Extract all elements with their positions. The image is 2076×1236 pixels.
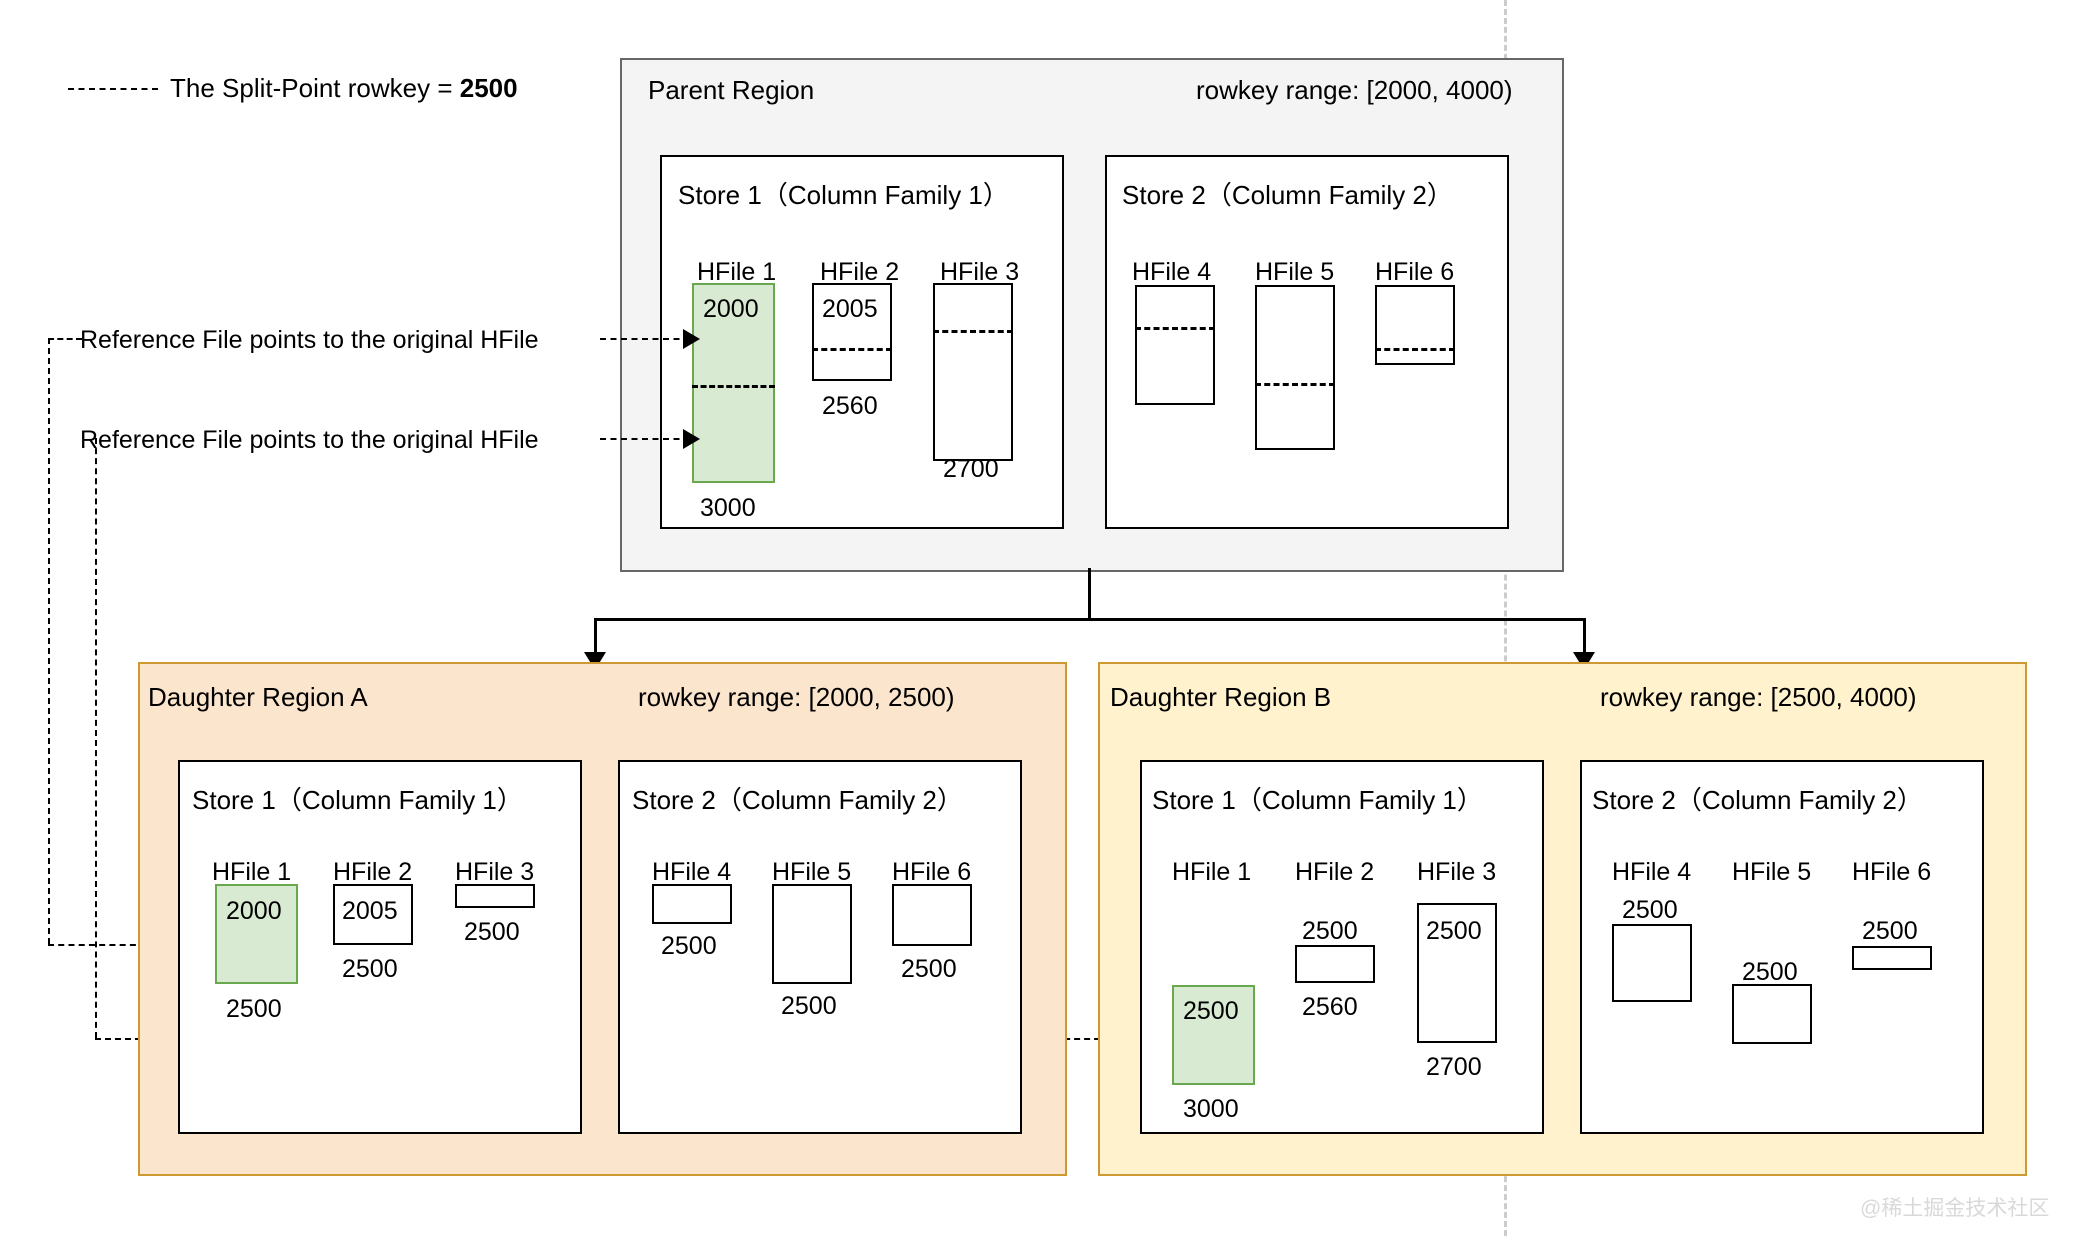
parent-store1-hfile-2-top-value: 2005 (822, 295, 878, 323)
parent-store2-hfile-5-split-marker (1255, 383, 1335, 386)
parent-store1-hfile-2-label: HFile 2 (820, 258, 900, 286)
split-connector-left-drop (594, 618, 597, 658)
daughter-a-store1-hfile-1-box (215, 884, 298, 984)
parent-store1-hfile-1-box (692, 283, 775, 483)
legend-split-point-value: 2500 (459, 73, 518, 103)
daughter-b-store1-hfile-1-label: HFile 1 (1172, 858, 1252, 886)
parent-store1-hfile-3-split-marker (933, 330, 1013, 333)
parent-store1-hfile-2-bottom-value: 2560 (822, 392, 878, 420)
daughter-b-store1-hfile-3-box (1417, 903, 1497, 1043)
daughter-b-store1-hfile-3-top-value: 2500 (1426, 917, 1482, 945)
parent-store2-hfile-6-box (1375, 285, 1455, 365)
daughter-a-store1-hfile-1-label: HFile 1 (212, 858, 292, 886)
daughter-region-a-title: Daughter Region A (148, 682, 368, 712)
parent-region-rowkey-range: rowkey range: [2000, 4000) (1196, 75, 1513, 105)
parent-store1-hfile-3-box (933, 283, 1013, 461)
split-connector-trunk (1088, 568, 1091, 618)
parent-store1-hfile-3-label: HFile 3 (940, 258, 1020, 286)
daughter-a-store-1-title: Store 1（Column Family 1） (192, 785, 523, 815)
reference-note-2-arrow-head (683, 429, 700, 449)
parent-store2-hfile-5-box (1255, 285, 1335, 450)
daughter-a-store1-hfile-2-label: HFile 2 (333, 858, 413, 886)
reference-note-1-text: Reference File points to the original HF… (80, 326, 539, 354)
daughter-b-store1-hfile-2-box (1295, 945, 1375, 983)
reference-connector-2-vertical (95, 438, 97, 1038)
parent-store2-hfile-6-split-marker (1375, 348, 1455, 351)
legend-label: The Split-Point rowkey = 2500 (170, 75, 518, 101)
daughter-a-store2-hfile-4-box (652, 884, 732, 924)
daughter-b-store-1-title: Store 1（Column Family 1） (1152, 785, 1483, 815)
reference-note-2-arrow-line (600, 438, 690, 440)
daughter-b-store2-hfile-5-label: HFile 5 (1732, 858, 1812, 886)
daughter-a-store1-hfile-3-bottom-value: 2500 (464, 918, 520, 946)
daughter-a-store1-hfile-2-bottom-value: 2500 (342, 955, 398, 983)
daughter-a-store-2-title: Store 2（Column Family 2） (632, 785, 963, 815)
parent-store-1-title: Store 1（Column Family 1） (678, 180, 1009, 210)
daughter-b-store2-hfile-5-box (1732, 984, 1812, 1044)
daughter-b-store2-hfile-6-label: HFile 6 (1852, 858, 1932, 886)
parent-store1-hfile-3-bottom-value: 2700 (943, 455, 999, 483)
daughter-a-store1-hfile-3-box (455, 884, 535, 908)
daughter-b-store-2-title: Store 2（Column Family 2） (1592, 785, 1923, 815)
reference-note-1-lead-line (48, 338, 82, 340)
daughter-a-store2-hfile-6-box (892, 884, 972, 946)
daughter-a-store1-hfile-1-top-value: 2000 (226, 897, 282, 925)
daughter-b-store2-hfile-6-box (1852, 946, 1932, 970)
daughter-b-store2-hfile-4-top-value: 2500 (1622, 896, 1678, 924)
parent-store-2-title: Store 2（Column Family 2） (1122, 180, 1453, 210)
parent-store1-hfile-2-box (812, 283, 892, 381)
parent-store2-hfile-4-box (1135, 285, 1215, 405)
parent-store1-hfile-1-bottom-value: 3000 (700, 494, 756, 522)
daughter-a-store1-hfile-1-bottom-value: 2500 (226, 995, 282, 1023)
parent-store2-hfile-4-label: HFile 4 (1132, 258, 1212, 286)
daughter-b-store2-hfile-6-top-value: 2500 (1862, 917, 1918, 945)
daughter-b-store1-hfile-1-top-value: 2500 (1183, 997, 1239, 1025)
legend-dashed-line (68, 88, 158, 90)
parent-store1-hfile-2-split-marker (812, 348, 892, 351)
parent-store1-hfile-1-top-value: 2000 (703, 295, 759, 323)
parent-store2-hfile-4-split-marker (1135, 327, 1215, 330)
daughter-b-store1-hfile-2-label: HFile 2 (1295, 858, 1375, 886)
split-connector-crossbar (594, 618, 1586, 621)
daughter-a-store2-hfile-5-box (772, 884, 852, 984)
parent-store1-hfile-1-split-marker (692, 385, 775, 388)
daughter-a-store2-hfile-5-label: HFile 5 (772, 858, 852, 886)
daughter-region-b-title: Daughter Region B (1110, 682, 1332, 712)
daughter-a-store2-hfile-4-label: HFile 4 (652, 858, 732, 886)
daughter-a-store1-hfile-2-top-value: 2005 (342, 897, 398, 925)
daughter-region-a-rowkey-range: rowkey range: [2000, 2500) (638, 682, 955, 712)
split-connector-right-drop (1583, 618, 1586, 658)
parent-store2-hfile-6-label: HFile 6 (1375, 258, 1455, 286)
daughter-b-store1-hfile-3-bottom-value: 2700 (1426, 1053, 1482, 1081)
daughter-b-store1-hfile-2-bottom-value: 2560 (1302, 993, 1358, 1021)
daughter-b-store1-hfile-2-top-value: 2500 (1302, 917, 1358, 945)
reference-note-1-arrow-line (600, 338, 690, 340)
daughter-b-store2-hfile-4-box (1612, 924, 1692, 1002)
daughter-a-store2-hfile-4-bottom-value: 2500 (661, 932, 717, 960)
watermark: @稀土掘金技术社区 (1860, 1197, 2050, 1220)
daughter-b-store2-hfile-4-label: HFile 4 (1612, 858, 1692, 886)
daughter-b-store2-hfile-5-top-value: 2500 (1742, 958, 1798, 986)
reference-connector-1-vertical (48, 338, 50, 944)
daughter-a-store2-hfile-6-bottom-value: 2500 (901, 955, 957, 983)
reference-note-1-arrow-head (683, 329, 700, 349)
reference-note-2-text: Reference File points to the original HF… (80, 426, 539, 454)
daughter-a-store1-hfile-2-box (333, 884, 413, 945)
daughter-b-store1-hfile-1-box (1172, 985, 1255, 1085)
daughter-a-store2-hfile-5-bottom-value: 2500 (781, 992, 837, 1020)
parent-region-title: Parent Region (648, 75, 815, 105)
parent-store2-hfile-5-label: HFile 5 (1255, 258, 1335, 286)
daughter-a-store1-hfile-3-label: HFile 3 (455, 858, 535, 886)
daughter-b-store1-hfile-1-bottom-value: 3000 (1183, 1095, 1239, 1123)
daughter-a-store2-hfile-6-label: HFile 6 (892, 858, 972, 886)
legend-text: The Split-Point rowkey = (170, 73, 460, 103)
parent-store1-hfile-1-label: HFile 1 (697, 258, 777, 286)
daughter-region-b-rowkey-range: rowkey range: [2500, 4000) (1600, 682, 1917, 712)
daughter-b-store1-hfile-3-label: HFile 3 (1417, 858, 1497, 886)
